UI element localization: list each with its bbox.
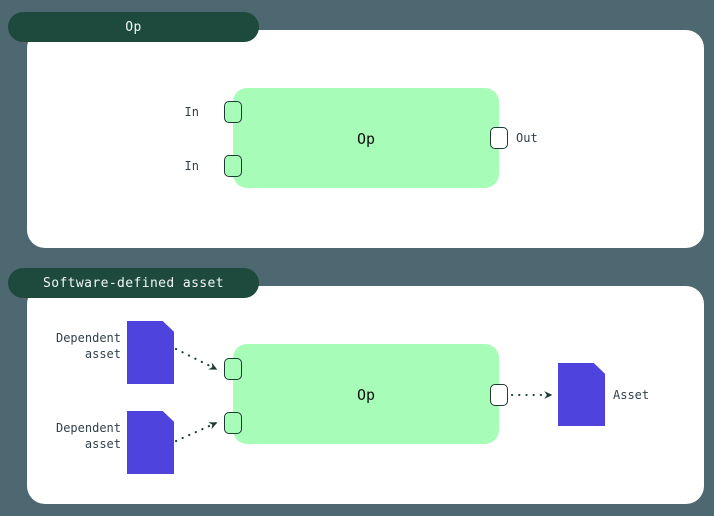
section-tab-software-defined-asset[interactable]: Software-defined asset (8, 268, 259, 298)
asset-op-input-port-1[interactable] (224, 358, 242, 380)
op-output-port-1[interactable] (490, 127, 508, 149)
dependent-asset-1-label: Dependent asset (55, 331, 121, 361)
dependent-asset-icon-1[interactable] (127, 321, 174, 384)
section-tab-op[interactable]: Op (8, 12, 259, 42)
op-node-asset[interactable]: Op (233, 344, 499, 444)
op-input-port-2-label: In (184, 159, 199, 173)
op-output-port-1-label: Out (516, 131, 538, 145)
asset-op-output-port-1[interactable] (490, 384, 508, 406)
section-tab-op-label: Op (125, 19, 142, 35)
op-node-basic[interactable]: Op (233, 88, 499, 188)
section-tab-software-defined-asset-label: Software-defined asset (43, 275, 224, 291)
op-input-port-2[interactable] (224, 155, 242, 177)
asset-op-input-port-2[interactable] (224, 412, 242, 434)
dependent-asset-icon-2[interactable] (127, 411, 174, 474)
op-input-port-1[interactable] (224, 101, 242, 123)
op-node-basic-label: Op (356, 130, 376, 148)
asset-label: Asset (613, 388, 650, 402)
op-input-port-1-label: In (184, 105, 199, 119)
dependent-asset-2-label: Dependent asset (55, 421, 121, 451)
op-node-asset-label: Op (356, 386, 376, 404)
asset-icon[interactable] (558, 363, 605, 426)
